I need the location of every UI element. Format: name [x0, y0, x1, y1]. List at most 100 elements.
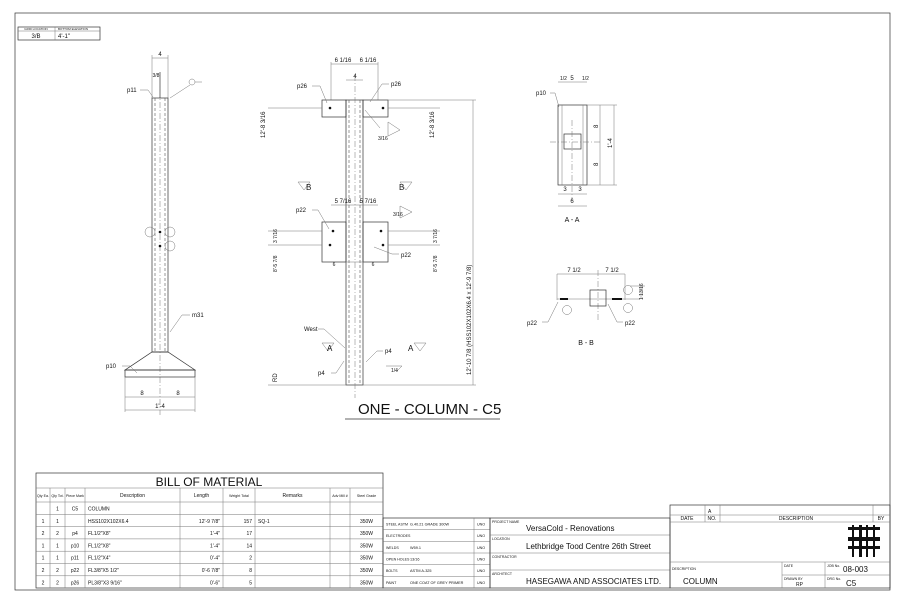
bom-cell: 350W [360, 543, 373, 549]
bom-header: Description [120, 493, 145, 499]
bom-cell: 157 [244, 519, 253, 525]
elev-top-right: 12'-8 3/16 [430, 111, 436, 138]
architect-label: ARCHITECT [492, 572, 513, 576]
bom-cell: p10 [71, 543, 80, 549]
aa-h1: 8 [594, 124, 600, 128]
sheet-border [14, 12, 891, 591]
spec-value: G.40.21 GRADE 300W [410, 523, 449, 527]
weld-mid: 3/16 [393, 212, 403, 218]
job-label: JOB No. [827, 564, 840, 568]
dwg-number: C5 [846, 579, 857, 588]
label-p4-right: p4 [385, 349, 392, 355]
dim-half-left: 8 [140, 391, 144, 397]
revision-no-header: NO. [708, 516, 717, 522]
aa-width: 6 [570, 199, 574, 205]
dim-top-right: 6 1/16 [360, 58, 377, 64]
bom-cell: 0'-6 7/8" [202, 568, 221, 574]
section-b-left: B [306, 183, 311, 192]
spec-label: PAINT [386, 581, 397, 585]
bom-cell: C5 [72, 507, 79, 513]
bom-title: BILL OF MATERIAL [156, 475, 263, 489]
bom-cell: 2 [42, 580, 45, 586]
bom-cell: p4 [72, 531, 78, 537]
bom-cell: 0'-6" [210, 580, 220, 586]
revision-a: A [708, 509, 712, 515]
revision-date-header: DATE [681, 516, 695, 522]
bom-header: Adv Mill # [332, 494, 348, 498]
label-p22-left: p22 [296, 208, 307, 214]
dim-top-width: 4 [158, 52, 162, 58]
label-p11: p11 [127, 88, 137, 94]
aa-h2: 8 [594, 162, 600, 166]
aa-dim-right: 1/2 [582, 76, 589, 82]
bom-cell: 5 [249, 580, 252, 586]
section-a-right: A [408, 344, 414, 353]
elev-mid-left: 8'-5 7/8 [273, 255, 279, 272]
bom-cell: 1'-4" [210, 531, 220, 537]
spec-uno: UNO [477, 534, 485, 538]
bom-header: Piece Mark [66, 494, 84, 498]
bom-cell: 2 [56, 580, 59, 586]
revision-by-header: BY [878, 516, 885, 522]
contractor-label: CONTRACTOR [492, 555, 517, 559]
spec-uno: UNO [477, 581, 485, 585]
drawn-by: RP [796, 582, 804, 588]
dim-half-right: 8 [176, 391, 180, 397]
revision-description-header: DESCRIPTION [779, 516, 814, 522]
aa-dim-mid: 5 [570, 76, 574, 82]
dim-mid-left: 5 7/16 [335, 199, 352, 205]
label-p26-right: p26 [391, 82, 402, 88]
front-view: 6 1/16 6 1/16 4 p26 p26 12'-8 3/16 12'-8… [261, 58, 501, 420]
bom-cell: 350W [360, 531, 373, 537]
bom-cell: 1 [42, 543, 45, 549]
spacing-left: 3 7/16 [273, 229, 279, 243]
label-p22-right: p22 [401, 253, 412, 259]
bom-cell: PL3/8"X3 9/16" [88, 580, 122, 586]
spec-value: 13/16 [410, 558, 420, 562]
grid-location-box: GRID LOCATION BOTTOM ELEVATION 3/B 4'-1" [17, 26, 101, 41]
bom-header: Remarks [282, 493, 303, 499]
label-p26-left: p26 [297, 84, 308, 90]
job-number: 08-003 [843, 565, 868, 574]
spec-value: ASTM A-325 [410, 569, 432, 573]
bom-cell: 2 [42, 531, 45, 537]
drawing-description: COLUMN [683, 577, 718, 586]
bom-cell: p26 [71, 580, 80, 586]
bom-header: Weight Total [229, 494, 249, 498]
label-p10: p10 [106, 364, 117, 370]
aa-title: A - A [565, 217, 580, 224]
plate-right: 6 [372, 262, 375, 268]
side-view: 4 3/8 p11 m31 p10 8 8 1'-4 [106, 52, 204, 415]
project-block: PROJECT NAME VersaCold - Renovations LOC… [489, 517, 671, 589]
architect: HASEGAWA AND ASSOCIATES LTD. [526, 577, 661, 586]
bom-header: Qty Ea. [37, 494, 49, 498]
bom-cell: 2 [56, 531, 59, 537]
bom-cell: 1'-4" [210, 543, 220, 549]
dim-mid-right: 5 7/16 [360, 199, 377, 205]
spec-label: WELDS [386, 546, 399, 550]
location-label: LOCATION [492, 537, 510, 541]
bom-cell: 350W [360, 580, 373, 586]
spec-label: ELECTRODES [386, 534, 411, 538]
label-rd: RD [273, 373, 279, 382]
bom-cell: 1 [42, 519, 45, 525]
section-b-right: B [399, 183, 404, 192]
bb-height: 1 13/16 [639, 283, 645, 300]
weld-top: 3/16 [378, 136, 388, 142]
grid-location-label: GRID LOCATION [24, 27, 47, 31]
section-a-a: 1/2 5 1/2 p10 8 8 1'-4 3 3 6 A - A [536, 76, 617, 224]
aa-w2: 3 [578, 187, 582, 193]
spec-value: W59.1 [410, 546, 421, 550]
spec-label: STEEL ASTM [386, 523, 408, 527]
grid-location-value: 3/B [31, 34, 40, 40]
bom-cell: 8 [249, 568, 252, 574]
aa-w1: 3 [563, 187, 567, 193]
bill-of-material: BILL OF MATERIAL Qty Ea.Qty Tot.Piece Ma… [35, 472, 384, 589]
spacing-right: 3 7/16 [433, 229, 439, 243]
bb-p22-left: p22 [527, 321, 538, 327]
dwg-label: DRG No. [827, 577, 841, 581]
project-name-label: PROJECT NAME [492, 520, 520, 524]
bb-right: 7 1/2 [605, 268, 619, 274]
bom-cell: 350W [360, 556, 373, 562]
